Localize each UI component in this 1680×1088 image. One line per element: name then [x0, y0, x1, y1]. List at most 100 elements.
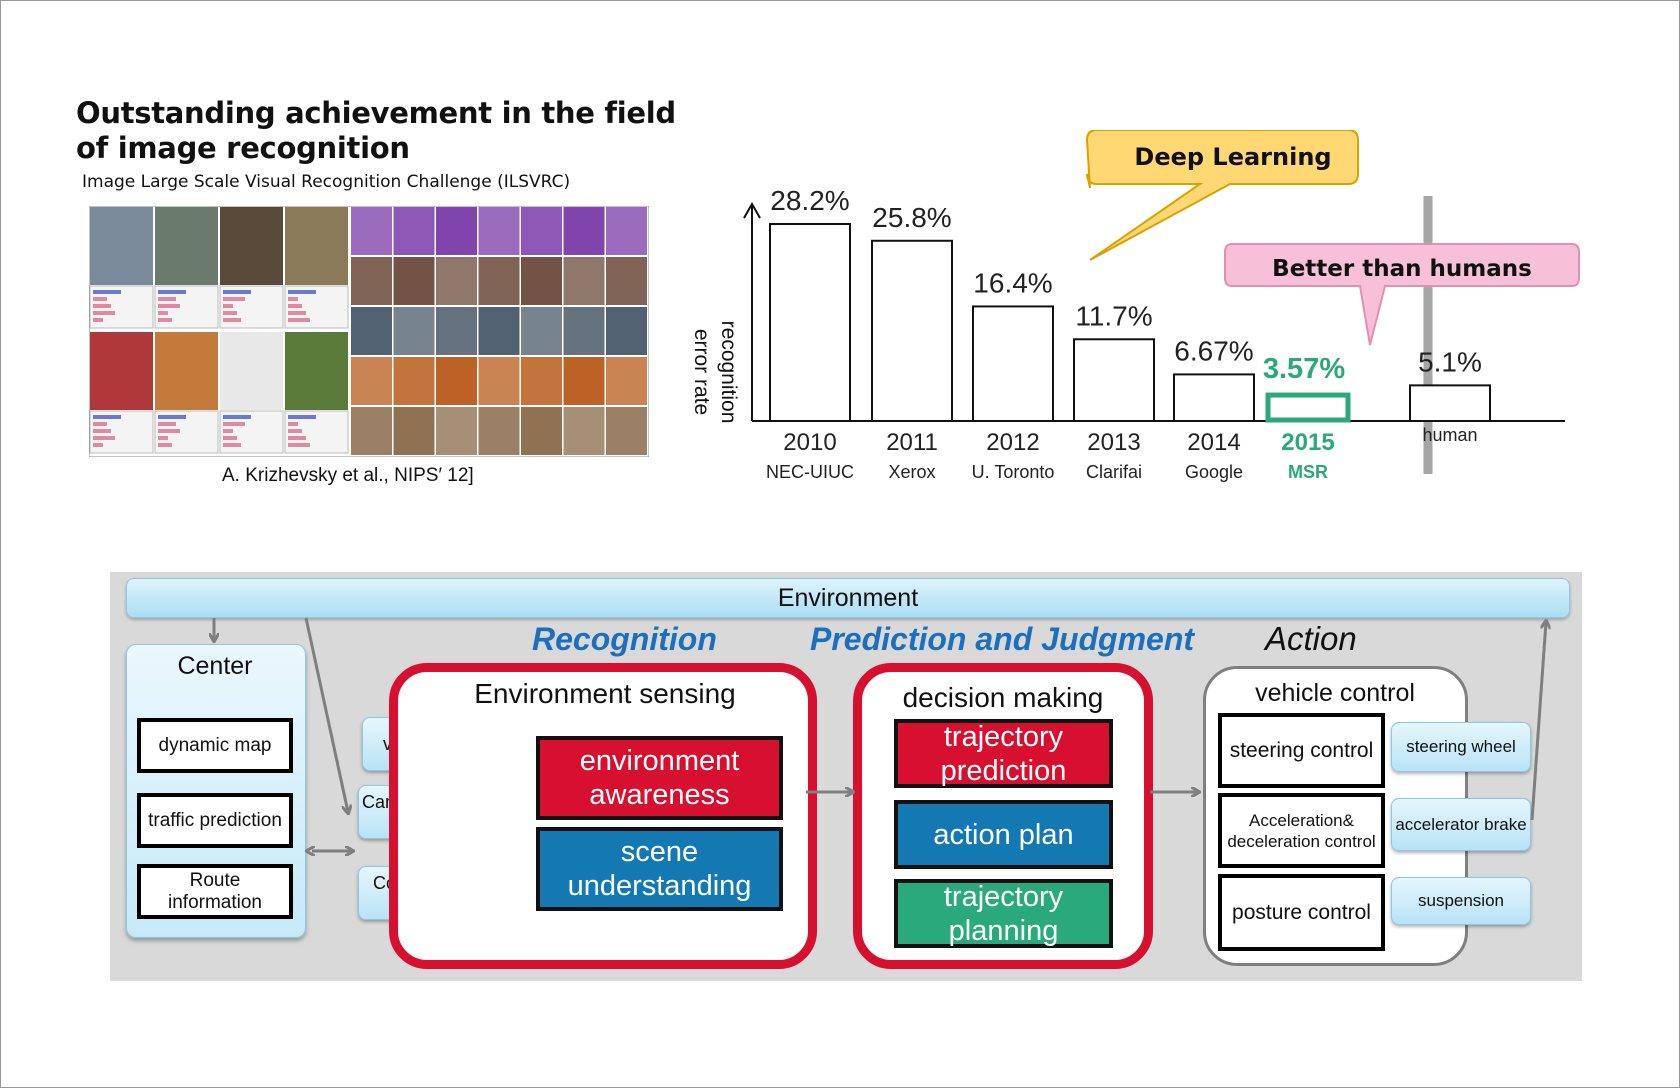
prediction-bar: [288, 290, 316, 294]
value-label-2015: 3.57%: [1263, 353, 1345, 385]
challenge-subtitle: Image Large Scale Visual Recognition Cha…: [82, 172, 571, 192]
bar-2010: [769, 223, 851, 422]
year-label-2014: 2014: [1187, 429, 1240, 456]
dynamic-map-block: dynamic map: [137, 718, 293, 773]
sample-photo-tile: [478, 307, 520, 355]
sample-photo-tile: [563, 207, 605, 255]
prediction-bar: [288, 297, 298, 301]
sample-photo-tile: [436, 357, 477, 405]
sample-photo-tile: [155, 332, 218, 410]
steering-wheel-pill: steering wheel: [1391, 722, 1531, 772]
prediction-bar: [158, 311, 168, 315]
prediction-bar: [288, 422, 298, 426]
sample-photo-tile: [90, 207, 153, 285]
route-information-block: Route information: [137, 864, 293, 919]
sample-photo-tile: [436, 207, 477, 255]
prediction-bar: [223, 415, 251, 419]
prediction-bar: [288, 304, 302, 308]
trajectory-prediction-block: trajectory prediction: [894, 719, 1113, 788]
prediction-bar: [93, 422, 107, 426]
prediction-bar: [288, 415, 316, 419]
sample-photo-tile: [393, 407, 435, 455]
sample-photo-tile: [436, 257, 477, 305]
sample-photo-tile: [521, 207, 562, 255]
bar-2015: [1265, 392, 1351, 423]
prediction-bar: [223, 297, 245, 301]
sample-photo-tile: [351, 357, 392, 405]
prediction-bar: [93, 415, 121, 419]
sample-photo-tile: [436, 307, 477, 355]
center-title: Center: [177, 652, 253, 680]
y-axis-arrowhead: [743, 201, 761, 219]
prediction-bar: [288, 318, 310, 322]
sample-photo-tile: [351, 257, 392, 305]
slide-title: Outstanding achievement in the field of …: [76, 96, 676, 165]
recognition-label: Recognition: [532, 621, 717, 657]
sample-photo-tile: [606, 307, 647, 355]
sample-photo-tile: [478, 257, 520, 305]
sample-photo-tile: [563, 307, 605, 355]
decision-making-title: decision making: [902, 682, 1104, 713]
sample-photo-tile: [606, 207, 647, 255]
environment-awareness-block: environment awareness: [536, 736, 783, 820]
prediction-bar: [93, 290, 121, 294]
prediction-judgment-label: Prediction and Judgment: [810, 621, 1195, 657]
sample-photo-tile: [393, 207, 435, 255]
team-label-2012: U. Toronto: [972, 462, 1055, 482]
better-than-humans-callout: [1224, 243, 1580, 346]
steering-control-block: steering control: [1218, 713, 1385, 788]
prediction-bar: [158, 422, 176, 426]
prediction-bar: [93, 443, 103, 447]
sample-photo-tile: [521, 307, 562, 355]
prediction-bar: [223, 304, 233, 308]
sample-photo-tile: [351, 307, 392, 355]
y-axis-label: recognitionerror rate: [690, 321, 740, 424]
prediction-bar: [93, 429, 111, 433]
deep-learning-callout: [1085, 130, 1359, 261]
sample-photo-tile: [563, 407, 605, 455]
sample-photo-tile: [478, 357, 520, 405]
sample-photo-tile: [90, 332, 153, 410]
sample-photo-tile: [478, 407, 520, 455]
prediction-bar: [158, 290, 186, 294]
value-label-2010: 28.2%: [770, 185, 849, 216]
scene-understanding-block: scene understanding: [536, 827, 783, 911]
sample-photo-tile: [155, 207, 218, 285]
sample-photo-tile: [285, 332, 348, 410]
year-label-2013: 2013: [1087, 429, 1140, 456]
action-label: Action: [1265, 620, 1357, 657]
trajectory-planning-block: trajectory planning: [894, 879, 1113, 948]
environment-bar: Environment: [126, 578, 1570, 618]
bar-2013: [1073, 338, 1155, 422]
human-label: human: [1422, 425, 1477, 445]
deep-learning-label: Deep Learning: [1134, 143, 1331, 171]
year-label-2011: 2011: [886, 429, 938, 456]
year-label-2015: 2015: [1281, 429, 1334, 456]
accelerator-brake-pill: accelerator brake: [1391, 798, 1531, 851]
sample-photo-tile: [351, 207, 392, 255]
citation: A. Krizhevsky et al., NIPS′ 12]: [222, 465, 474, 486]
prediction-bar: [288, 443, 310, 447]
sample-photo-tile: [478, 207, 520, 255]
value-label-human: 5.1%: [1418, 346, 1482, 377]
prediction-bar: [223, 311, 237, 315]
prediction-bar: [223, 422, 245, 426]
bar-2014: [1173, 373, 1255, 423]
sample-photo-tile: [393, 357, 435, 405]
vehicle-control-title: vehicle control: [1255, 679, 1415, 707]
prediction-bar: [158, 429, 180, 433]
sample-photo-tile: [351, 407, 392, 455]
bar-2011: [871, 239, 953, 422]
prediction-bar: [158, 415, 186, 419]
prediction-bar: [158, 297, 176, 301]
year-label-2010: 2010: [783, 429, 836, 456]
sample-photo-tile: [606, 407, 647, 455]
bar-human: [1409, 384, 1491, 423]
prediction-bar: [93, 297, 107, 301]
error-rate-chart: recognitionerror rate28.2%2010NEC-UIUC25…: [690, 130, 1580, 482]
prediction-bar: [223, 429, 233, 433]
sample-photo-tile: [606, 357, 647, 405]
sample-photo-tile: [220, 207, 283, 285]
value-label-2013: 11.7%: [1075, 300, 1152, 331]
prediction-bar: [93, 318, 103, 322]
